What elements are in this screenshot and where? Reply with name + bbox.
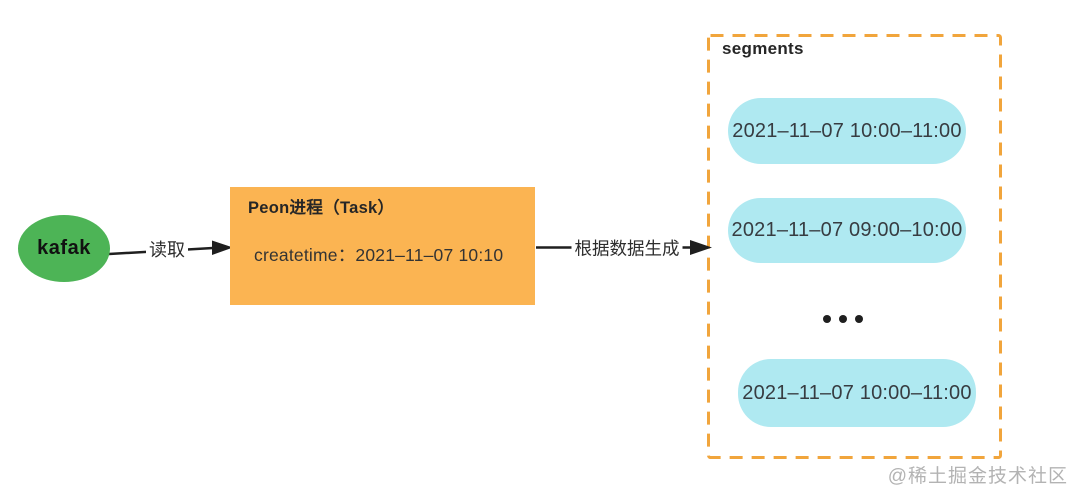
node-peon-task: Peon进程（Task） createtime：2021–11–07 10:10	[230, 187, 535, 305]
segment-item: 2021–11–07 10:00–11:00	[728, 98, 966, 164]
watermark-text: @稀土掘金技术社区	[887, 466, 1068, 487]
node-peon-title: Peon进程（Task）	[248, 199, 395, 217]
segment-item: 2021–11–07 09:00–10:00	[728, 198, 966, 263]
ellipsis-dot	[823, 315, 831, 323]
segments-group-title: segments	[722, 39, 804, 58]
edge-generate-label: 根据数据生成	[571, 235, 683, 261]
edge-generate-arrowhead	[690, 240, 712, 255]
ellipsis-dot	[839, 315, 847, 323]
ellipsis-icon	[823, 315, 863, 323]
node-kafka: kafak	[18, 215, 110, 282]
node-peon-createtime: createtime：2021–11–07 10:10	[254, 245, 504, 265]
node-kafka-label: kafak	[37, 237, 91, 259]
edge-read-label: 读取	[146, 236, 188, 262]
ellipsis-dot	[855, 315, 863, 323]
segment-item: 2021–11–07 10:00–11:00	[738, 359, 976, 427]
